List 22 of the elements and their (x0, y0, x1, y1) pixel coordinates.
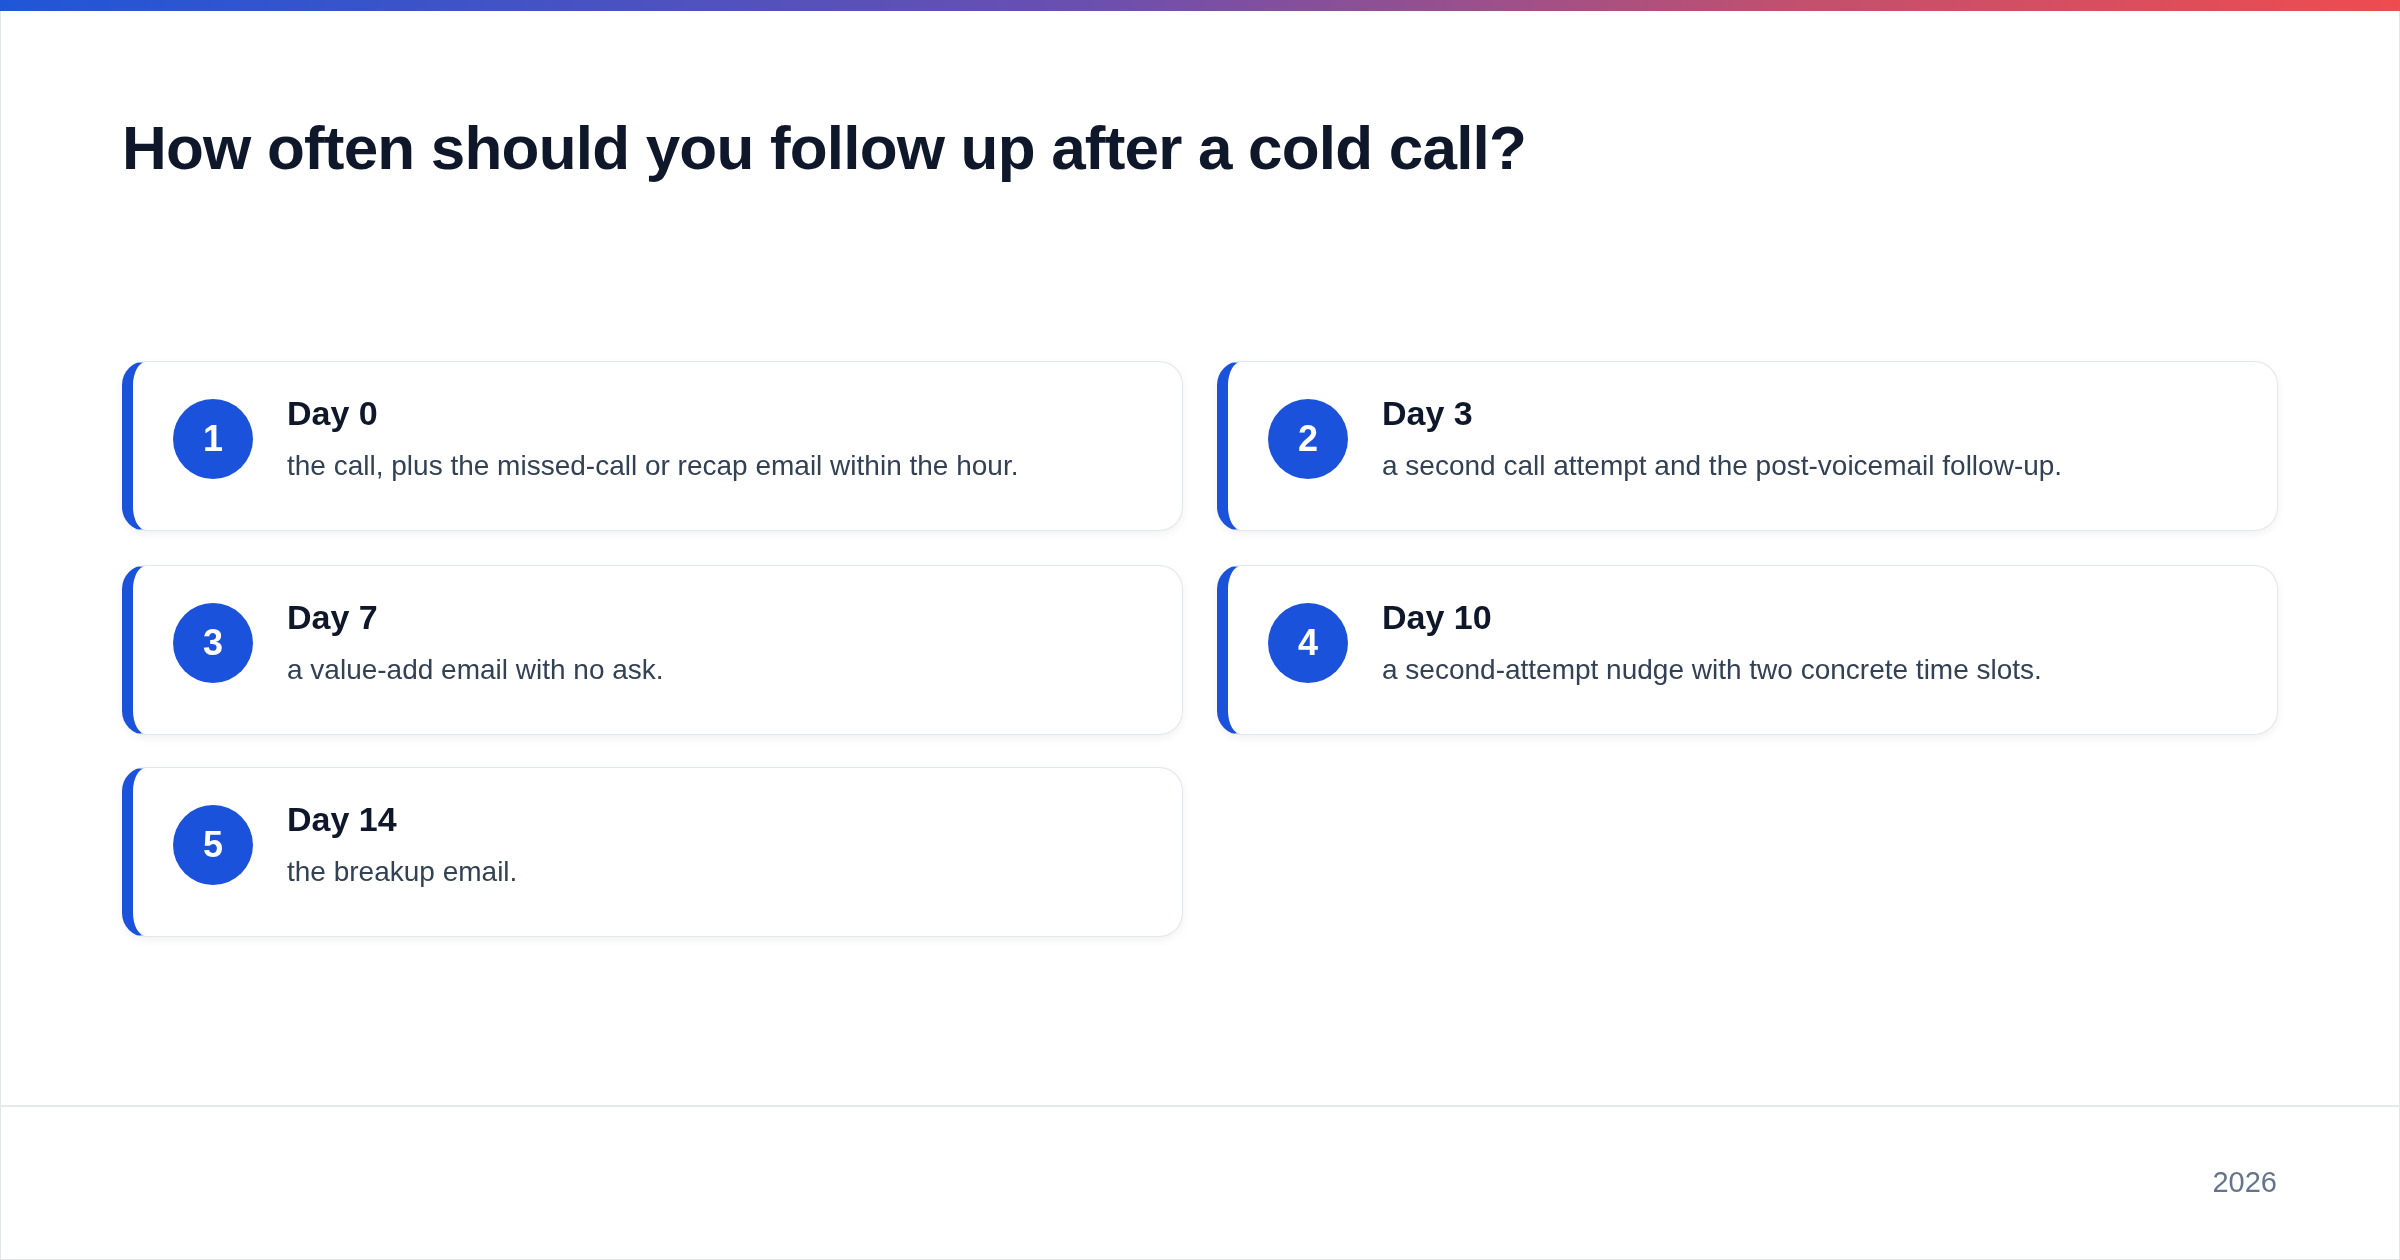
step-card (1217, 565, 2278, 735)
step-heading: Day 10 (1382, 598, 1492, 637)
step-description: a value-add email with no ask. (287, 654, 664, 686)
step-description: the call, plus the missed-call or recap email within the hour. (287, 450, 1019, 482)
step-description: a second call attempt and the post-voicemail follow-up. (1382, 450, 2063, 482)
step-card (122, 767, 1183, 937)
step-heading: Day 3 (1382, 394, 1473, 433)
year-label: 2026 (2212, 1166, 2277, 1199)
step-heading: Day 0 (287, 394, 378, 433)
step-card (122, 565, 1183, 735)
step-number-badge: 2 (1268, 399, 1348, 479)
step-number-badge: 5 (173, 805, 253, 885)
step-heading: Day 7 (287, 598, 378, 637)
step-number-badge: 1 (173, 399, 253, 479)
step-card (122, 361, 1183, 531)
step-number-badge: 4 (1268, 603, 1348, 683)
page-title: How often should you follow up after a cold call? (122, 112, 1527, 183)
step-card (1217, 361, 2278, 531)
step-heading: Day 14 (287, 800, 397, 839)
step-number-badge: 3 (173, 603, 253, 683)
step-description: a second-attempt nudge with two concrete time slots. (1382, 654, 2042, 686)
step-description: the breakup email. (287, 856, 518, 888)
